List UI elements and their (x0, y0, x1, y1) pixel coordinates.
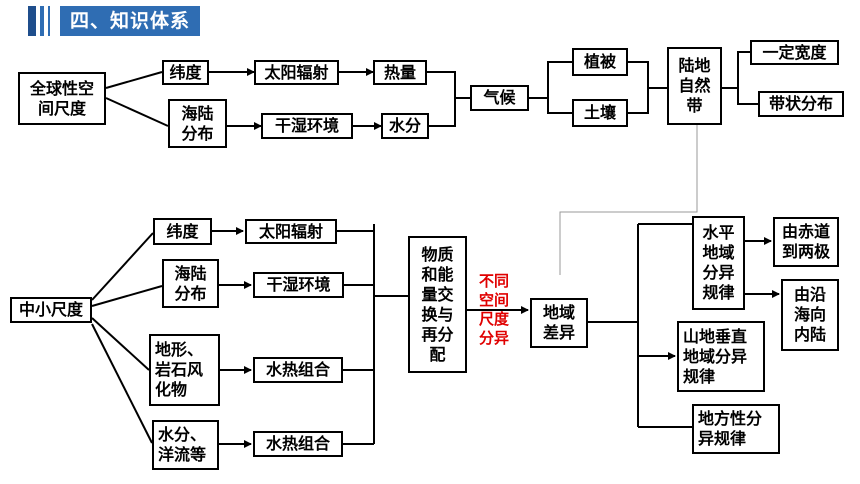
horizontal-differentiation-box: 水平 地域 分异 规律 (692, 216, 745, 310)
local-differentiation-box: 地方性分 异规律 (692, 404, 780, 454)
latitude-box: 纬度 (162, 60, 209, 85)
regional-difference-box: 地域 差异 (530, 298, 588, 348)
land-sea-box: 海陆 分布 (168, 99, 227, 148)
certain-width-box: 一定宽度 (750, 40, 839, 65)
dry-wet-box-bottom: 干湿环境 (253, 272, 344, 298)
solar-radiation-box-bottom: 太阳辐射 (245, 219, 337, 244)
exchange-redistribution-box: 物质 和能 量交 换与 再分 配 (408, 236, 467, 373)
vegetation-box: 植被 (572, 48, 628, 76)
equator-to-poles-box: 由赤道 到两极 (773, 217, 839, 267)
connector-root-latitude-b (91, 232, 154, 301)
global-scale-box: 全球性空 间尺度 (18, 72, 106, 125)
bracket-veg-soil-right (628, 61, 649, 114)
land-sea-box-bottom: 海陆 分布 (162, 259, 219, 308)
bracket-veg-soil (547, 61, 572, 114)
mountain-vertical-box: 山地垂直 地域分异 规律 (677, 321, 765, 392)
section-title: 四、知识体系 (60, 6, 201, 36)
connector-belt-regional (559, 125, 698, 275)
header-accent-bar-2 (40, 6, 44, 36)
bracket-heat-water (427, 71, 456, 127)
connector-root-landsea-b (91, 285, 163, 307)
header-accent-bar-1 (28, 6, 36, 36)
terrain-box: 地形、 岩石风 化物 (149, 334, 220, 406)
small-medium-scale-box: 中小尺度 (10, 297, 92, 323)
hydrothermal-box-1: 水热组合 (253, 357, 343, 383)
bracket-width-zonal (737, 51, 758, 105)
water-current-box: 水分、 洋流等 (152, 420, 219, 470)
soil-box: 土壤 (572, 99, 628, 127)
connector-root-landsea (105, 97, 169, 127)
connector-root-terrain (91, 317, 150, 371)
connector-root-latitude (105, 71, 163, 89)
water-box: 水分 (381, 113, 429, 139)
heat-box: 热量 (373, 60, 427, 85)
dry-wet-box: 干湿环境 (261, 113, 353, 139)
scale-differentiation-label: 不同 空间 尺度 分异 (478, 272, 509, 347)
coast-to-inland-box: 由沿 海向 内陆 (781, 279, 839, 351)
header-accent-bar-3 (48, 6, 50, 36)
natural-belt-box: 陆地 自然 带 (667, 47, 722, 125)
hydrothermal-box-2: 水热组合 (253, 431, 343, 457)
climate-box: 气候 (470, 85, 529, 111)
latitude-box-bottom: 纬度 (153, 218, 212, 245)
connector-root-water (91, 323, 153, 444)
zonal-distribution-box: 带状分布 (758, 91, 844, 117)
solar-radiation-box: 太阳辐射 (254, 60, 339, 85)
